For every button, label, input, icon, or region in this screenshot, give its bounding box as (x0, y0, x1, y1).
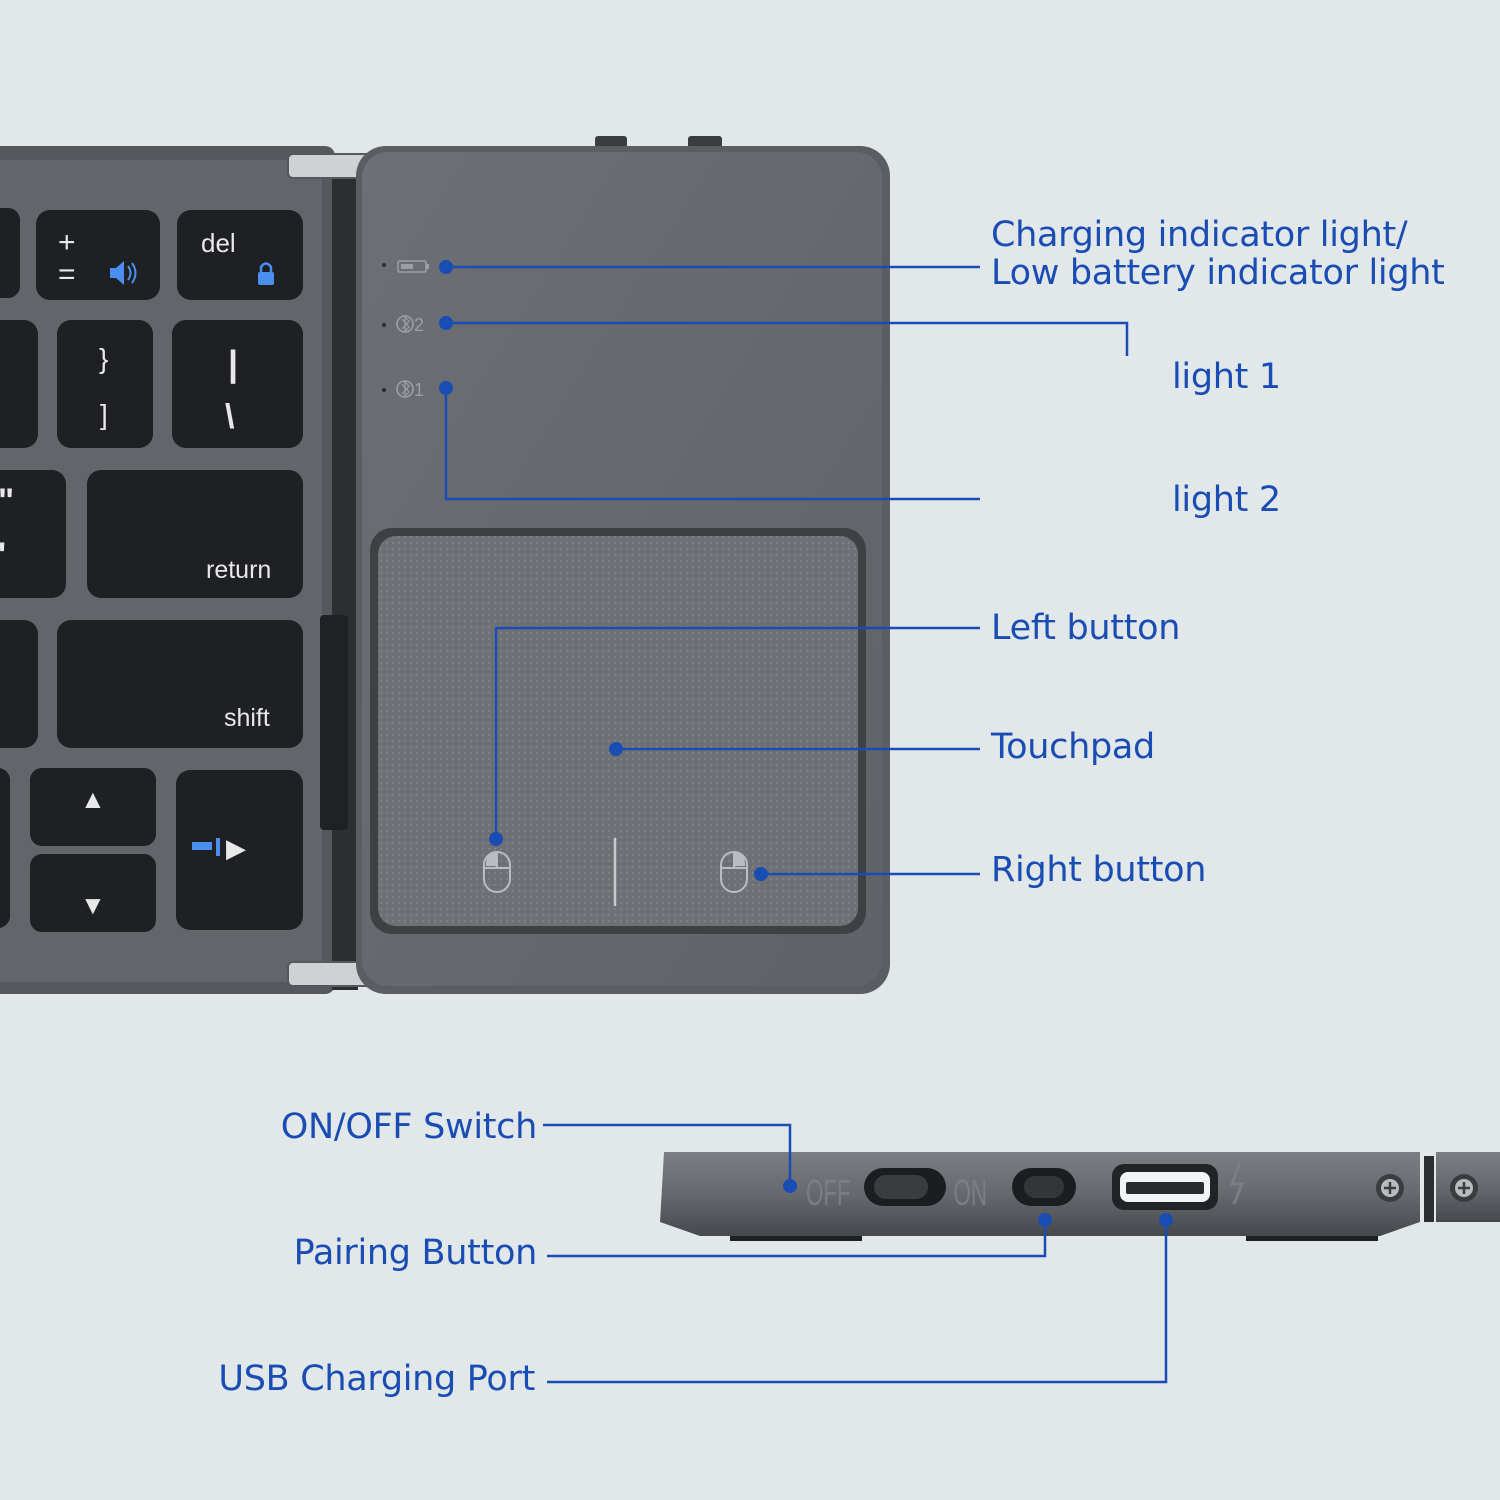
light2-label: light 2 (1172, 480, 1281, 520)
left-mouse-icon (483, 851, 511, 893)
key-equals-text: = (58, 258, 76, 291)
key-pipe-text: | (228, 343, 238, 385)
top-switch-nub (595, 136, 627, 148)
screw-icon (1450, 1174, 1478, 1202)
touchpad-label: Touchpad (991, 727, 1155, 767)
charging-indicator-line1: Charging indicator light/ (991, 215, 1408, 255)
battery-icon (397, 260, 429, 273)
key-plus-text: + (58, 226, 76, 259)
key-return-text: return (206, 556, 271, 584)
charging-indicator-line2: Low battery indicator light (991, 253, 1445, 293)
leader-dots (439, 260, 1173, 1227)
key-del-text: del (201, 228, 236, 258)
bluetooth-icon (396, 315, 414, 333)
key-bracket-text: ] (100, 399, 108, 430)
hinge-latch (320, 615, 348, 830)
key-arrow-right (176, 770, 303, 930)
led-bt2-label: 2 (414, 315, 424, 335)
left-button-label: Left button (991, 608, 1181, 648)
charging-indicator-label: Charging indicator light/ Low battery in… (991, 216, 1445, 292)
foot-right (1246, 1232, 1378, 1241)
key-quote-text: " (0, 482, 14, 520)
key-return (87, 470, 303, 598)
bluetooth-icon (396, 380, 414, 398)
key-shift-text: shift (224, 704, 270, 732)
off-mark: OFF (806, 1174, 851, 1214)
end-of-line-icon (192, 838, 220, 856)
right-button-label: Right button (991, 850, 1207, 890)
top-button-nub (688, 136, 722, 148)
key-arrow-up (30, 768, 156, 846)
lock-icon (258, 262, 274, 285)
touchpad-surface (378, 536, 858, 926)
right-mouse-icon (720, 851, 748, 893)
light1-label: light 1 (1172, 357, 1281, 397)
leader-lines (444, 265, 1168, 1384)
key-plus-equals (36, 210, 160, 300)
screw-icon (1376, 1174, 1404, 1202)
key-pipe (172, 320, 303, 448)
key-brace-text: } (99, 343, 108, 374)
key-quote (0, 470, 66, 598)
key-brace (57, 320, 153, 448)
key-backslash-text: \ (225, 398, 235, 436)
led-bt1-label: 1 (414, 380, 424, 400)
volume-icon (110, 261, 137, 285)
key-arrow-down (30, 854, 156, 932)
key-arrow-up-text: ▲ (80, 784, 106, 814)
hinge-bar (332, 160, 358, 990)
key-shift (57, 620, 303, 748)
pairing-button-label: Pairing Button (293, 1233, 538, 1273)
charge-icon (1229, 1161, 1245, 1205)
key-del (177, 210, 303, 300)
usb-port-label: USB Charging Port (218, 1359, 535, 1399)
key-arrow-right-text: ▶ (226, 833, 246, 863)
foot-left (730, 1232, 862, 1241)
onoff-switch-label: ON/OFF Switch (280, 1107, 538, 1147)
key-arrow-down-text: ▼ (80, 890, 106, 920)
on-mark: ON (954, 1174, 987, 1214)
key-apostrophe-text: ' (0, 536, 6, 574)
